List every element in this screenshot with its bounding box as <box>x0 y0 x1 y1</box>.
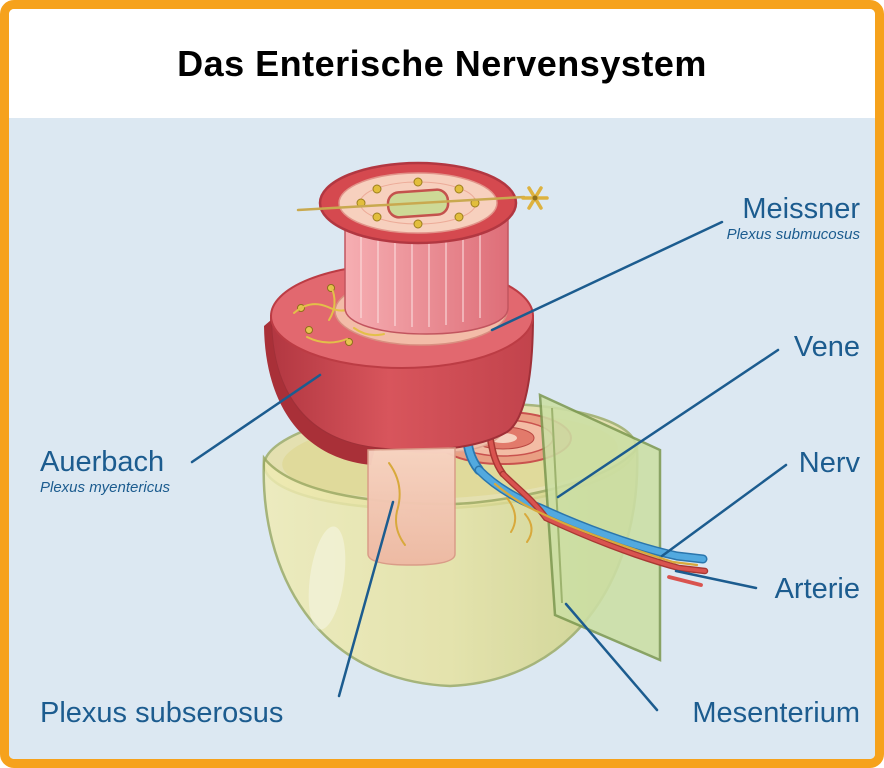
leader-line-arterie <box>674 569 758 590</box>
leader-lines <box>190 220 788 712</box>
header: Das Enterische Nervensystem <box>9 9 875 118</box>
vessel-bundle <box>474 465 709 587</box>
label-vene-text: Vene <box>793 331 860 363</box>
label-auerbach: Auerbach Plexus myentericus <box>40 447 170 496</box>
leader-line-plexus-subserosus <box>337 500 395 698</box>
label-meissner: Meissner Plexus submucosus <box>727 194 860 243</box>
nerve-cell-icon <box>521 186 549 210</box>
label-mesenterium-text: Mesenterium <box>692 697 860 729</box>
label-arterie-text: Arterie <box>774 573 860 605</box>
label-auerbach-text: Auerbach <box>40 446 165 478</box>
leader-line-vene <box>556 348 780 499</box>
label-mesenterium: Mesenterium <box>692 698 860 728</box>
nerve-branch <box>493 482 699 567</box>
label-plexus-subserosus-text: Plexus subserosus <box>40 697 284 729</box>
label-arterie: Arterie <box>775 574 860 604</box>
top-disk <box>296 161 549 245</box>
label-meissner-text: Meissner <box>742 193 860 225</box>
leader-line-auerbach <box>190 373 322 464</box>
artery-branch <box>501 472 707 573</box>
leader-line-meissner <box>490 220 724 332</box>
label-nerv: Nerv <box>799 448 860 478</box>
label-nerv-text: Nerv <box>798 447 860 479</box>
label-meissner-sub: Plexus submucosus <box>726 226 860 244</box>
label-auerbach-sub: Plexus myentericus <box>40 479 171 497</box>
leader-line-mesenterium <box>564 602 659 712</box>
leader-line-nerv <box>660 463 788 558</box>
intestine-illustration <box>190 161 788 712</box>
label-plexus-subserosus: Plexus subserosus <box>40 698 283 728</box>
subserosa-block <box>367 447 456 566</box>
mesentery-sheet <box>538 392 662 662</box>
label-vene: Vene <box>794 332 860 362</box>
nerve-fiber-pin <box>296 195 526 212</box>
page-title: Das Enterische Nervensystem <box>177 42 707 84</box>
diagram-canvas: Meissner Plexus submucosus Vene Nerv Art… <box>9 118 875 759</box>
